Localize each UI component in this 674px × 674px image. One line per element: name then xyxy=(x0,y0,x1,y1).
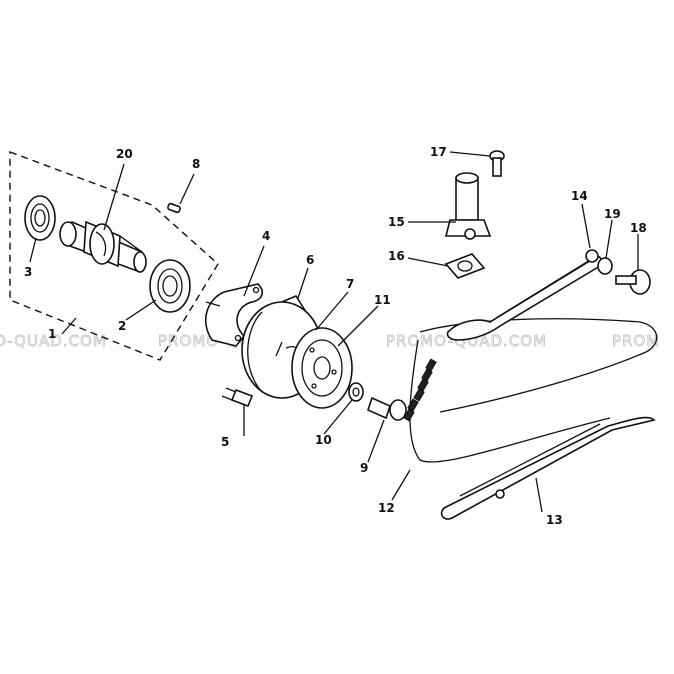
part-label-13: 13 xyxy=(546,513,563,527)
o-ring xyxy=(597,257,613,275)
part-label-16: 16 xyxy=(388,249,405,263)
part-label-20: 20 xyxy=(116,147,133,161)
part-label-12: 12 xyxy=(378,501,395,515)
camshaft xyxy=(59,220,147,274)
part-label-7: 7 xyxy=(346,277,354,291)
leader-lines xyxy=(29,151,639,513)
part-labels: 1 2 3 4 5 6 7 8 9 10 11 12 13 14 15 16 1… xyxy=(24,145,647,527)
part-label-6: 6 xyxy=(306,253,314,267)
bearing-left xyxy=(24,195,56,241)
watermark-text-1: O-QUAD.COM xyxy=(0,332,107,350)
guide-pivot-bolt xyxy=(615,269,651,295)
part-label-5: 5 xyxy=(221,435,229,449)
bearing-right xyxy=(149,259,191,313)
guide-bolt xyxy=(367,396,407,421)
dowel-pin xyxy=(167,202,181,214)
chain-guide-lower xyxy=(440,416,656,520)
part-label-4: 4 xyxy=(262,229,270,243)
part-label-19: 19 xyxy=(604,207,621,221)
part-label-1: 1 xyxy=(48,327,56,341)
part-label-3: 3 xyxy=(24,265,32,279)
cam-plate xyxy=(204,283,264,347)
part-label-10: 10 xyxy=(315,433,332,447)
tensioner-gasket xyxy=(444,253,486,279)
watermark-text-4: PROM xyxy=(612,332,660,350)
part-label-8: 8 xyxy=(192,157,200,171)
tensioner-bolt xyxy=(489,150,505,177)
chain-tensioner xyxy=(444,172,492,240)
part-label-17: 17 xyxy=(430,145,447,159)
sprocket-hub xyxy=(291,327,353,409)
part-label-2: 2 xyxy=(118,319,126,333)
part-label-18: 18 xyxy=(630,221,647,235)
washer xyxy=(348,382,364,402)
part-label-15: 15 xyxy=(388,215,405,229)
part-label-11: 11 xyxy=(374,293,391,307)
sprocket-bolt xyxy=(221,387,254,408)
part-label-14: 14 xyxy=(571,189,588,203)
watermark-text-3: PROMO-QUAD.COM xyxy=(386,332,547,350)
camshaft-assembly-dashed-box xyxy=(9,150,219,361)
part-label-9: 9 xyxy=(360,461,368,475)
